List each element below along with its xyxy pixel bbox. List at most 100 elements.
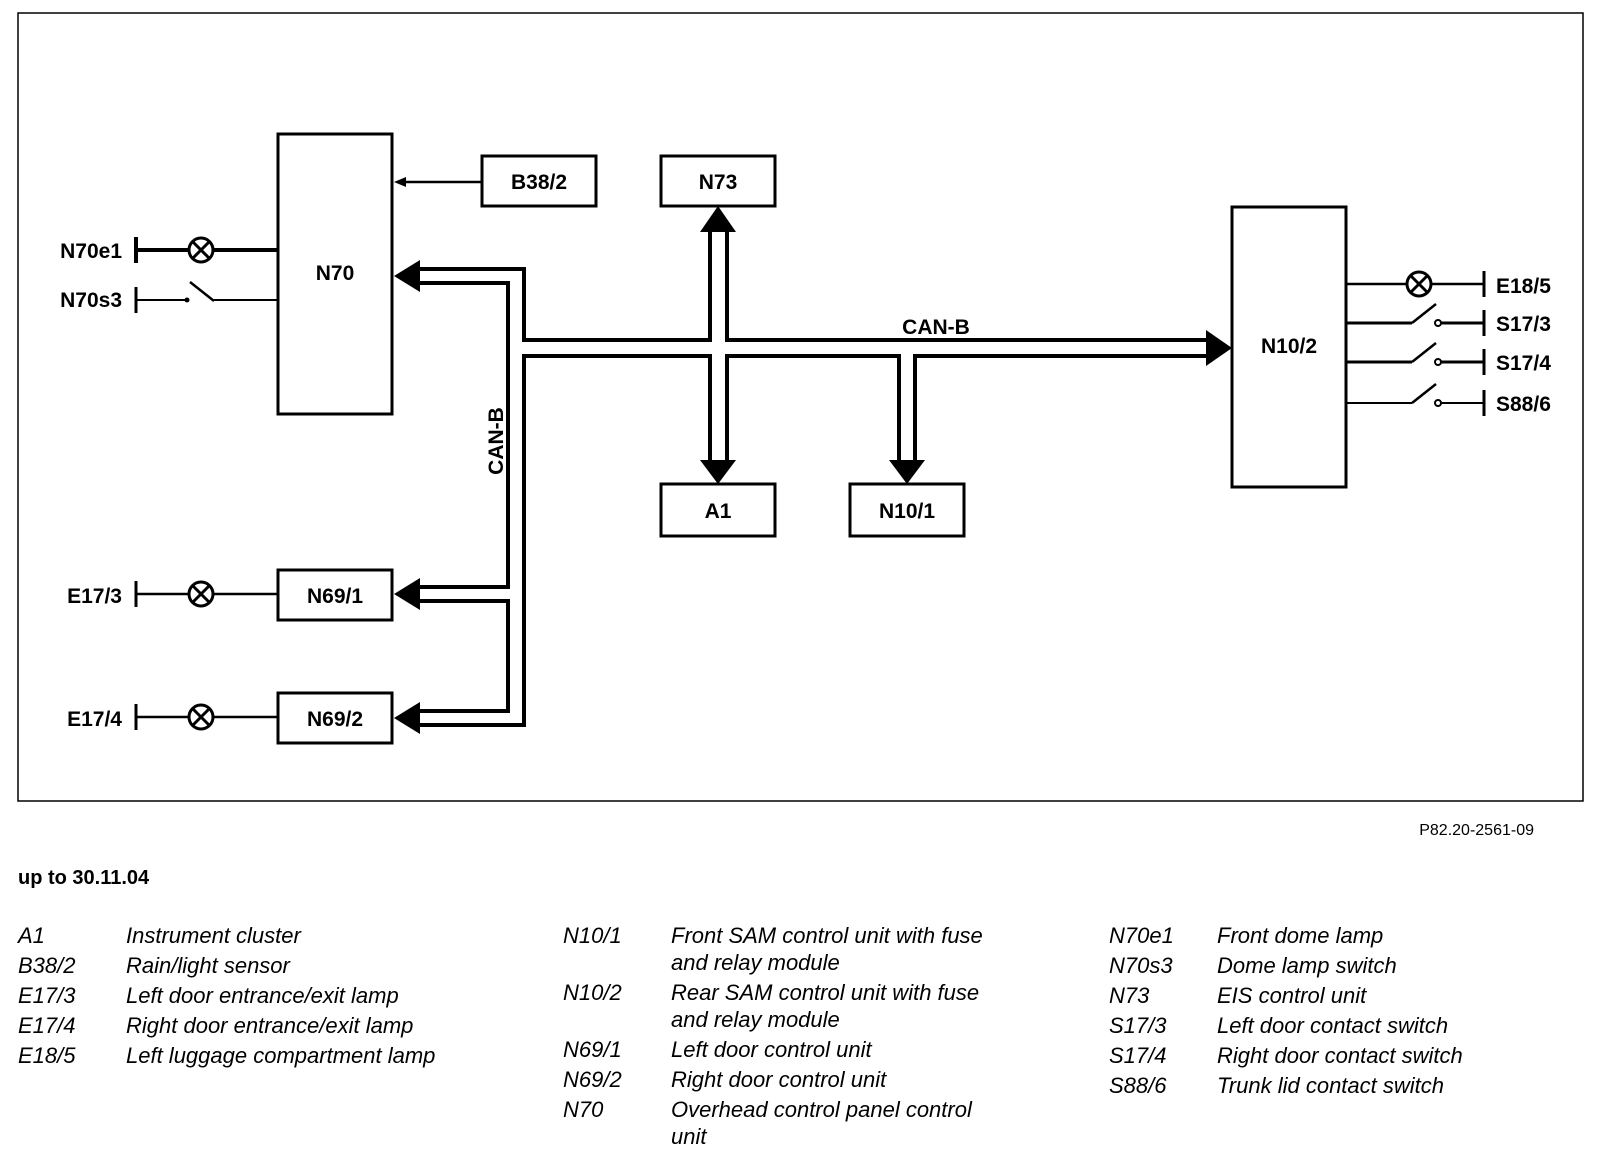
legend-description: Trunk lid contact switch [1217, 1073, 1445, 1098]
lamp-icon [187, 580, 215, 608]
legend-code: N69/1 [563, 1037, 622, 1062]
can-b-vertical-label: CAN-B [485, 407, 508, 475]
legend-description: Right door entrance/exit lamp [126, 1013, 414, 1038]
a1-box [659, 482, 777, 538]
e18-5-terminal-label: E18/5 [1496, 275, 1551, 298]
validity-note: up to 30.11.04 [18, 867, 150, 889]
legend-item: N70 Overhead control panel control unit [563, 1096, 1011, 1150]
e17-3-circuit [134, 581, 278, 607]
s17-4-terminal-label: S17/4 [1496, 352, 1551, 375]
n69-2-label: N69/2 [307, 708, 363, 731]
legend-description: Right door control unit [671, 1067, 887, 1092]
arrow-to-n10-2 [1206, 330, 1232, 366]
n73-label: N73 [699, 171, 738, 194]
legend-description: Instrument cluster [126, 923, 301, 948]
arrow-to-n10-1 [889, 460, 925, 484]
n70-box [276, 132, 394, 416]
s17-3-circuit [1346, 303, 1486, 336]
switch-icon [1434, 358, 1442, 366]
e17-4-circuit [134, 704, 278, 730]
legend-description: Rain/light sensor [126, 953, 290, 978]
bus-arrowheads [394, 206, 1232, 734]
legend-code: N70e1 [1109, 923, 1174, 948]
n10-2-label: N10/2 [1261, 335, 1317, 358]
e17-4-terminal-label: E17/4 [67, 708, 122, 731]
n70e1-circuit [134, 237, 278, 263]
legend-description: Left door contact switch [1217, 1013, 1449, 1038]
s17-3-terminal-label: S17/3 [1496, 313, 1551, 336]
legend-code: E18/5 [18, 1043, 76, 1068]
legend-description: Left door entrance/exit lamp [126, 983, 399, 1008]
arrow-to-n73 [700, 206, 736, 232]
b38-2-box [480, 154, 598, 208]
legend-code: N73 [1109, 983, 1150, 1008]
e18-5-circuit [1346, 271, 1486, 297]
legend-code: B38/2 [18, 953, 76, 978]
n70s3-terminal-label: N70s3 [60, 289, 122, 312]
legend-description: Left door control unit [671, 1037, 872, 1062]
b38-2-label: B38/2 [511, 171, 567, 194]
n70-label: N70 [316, 262, 355, 285]
legend-code: E17/3 [18, 983, 76, 1008]
n10-2-box [1230, 205, 1348, 489]
legend-code: S88/6 [1109, 1073, 1167, 1098]
legend-description: Dome lamp switch [1217, 953, 1397, 978]
switch-icon [1434, 319, 1442, 327]
legend-description: Front dome lamp [1217, 923, 1384, 948]
s17-4-circuit [1346, 342, 1486, 375]
legend-code: A1 [18, 923, 45, 948]
lamp-icon [187, 703, 215, 731]
legend-code: N70s3 [1109, 953, 1173, 978]
arrow-to-a1 [700, 460, 736, 484]
wiring-diagram: N70 B38/2 N73 N10/2 A1 N10/1 N69/1 N69/2… [17, 12, 1584, 802]
legend-column-2: N10/1 Front SAM control unit with fuse an… [563, 922, 1011, 1153]
legend-code: N69/2 [563, 1067, 622, 1092]
legend-item: N69/1 Left door control unit [563, 1036, 1011, 1063]
s88-6-terminal-label: S88/6 [1496, 393, 1551, 416]
legend-description: Front SAM control unit with fuse and rel… [671, 923, 983, 975]
legend-item: E18/5 Left luggage compartment lamp [18, 1042, 466, 1069]
switch-icon [1434, 399, 1442, 407]
b38-2-signal-line [394, 177, 482, 187]
legend-item: N70s3 Dome lamp switch [1109, 952, 1557, 979]
arrow-to-n69-2 [394, 702, 420, 734]
n10-1-box [848, 482, 966, 538]
lamp-icon [1405, 270, 1433, 298]
a1-label: A1 [705, 500, 732, 523]
legend-item: B38/2 Rain/light sensor [18, 952, 466, 979]
legend-item: S88/6 Trunk lid contact switch [1109, 1072, 1557, 1099]
legend-code: N70 [563, 1097, 604, 1122]
can-b-horizontal-label: CAN-B [902, 316, 970, 339]
legend-description: Rear SAM control unit with fuse and rela… [671, 980, 980, 1032]
e17-3-terminal-label: E17/3 [67, 585, 122, 608]
n10-1-label: N10/1 [879, 500, 935, 523]
reference-code: P82.20-2561-09 [1419, 822, 1534, 839]
legend-description: EIS control unit [1217, 983, 1367, 1008]
n70s3-circuit [134, 281, 278, 313]
legend-item: E17/3 Left door entrance/exit lamp [18, 982, 466, 1009]
legend-item: N70e1 Front dome lamp [1109, 922, 1557, 949]
legend-item: N10/1 Front SAM control unit with fuse an… [563, 922, 1011, 976]
legend-code: S17/4 [1109, 1043, 1167, 1068]
legend-description: Overhead control panel control unit [671, 1097, 972, 1149]
n73-box [659, 154, 777, 208]
arrow-to-n69-1 [394, 578, 420, 610]
n69-1-box [276, 568, 394, 622]
s88-6-circuit [1346, 383, 1486, 416]
legend-code: N10/1 [563, 923, 622, 948]
switch-icon [184, 297, 190, 303]
can-b-bus [412, 226, 1210, 727]
arrow-to-n70 [394, 260, 420, 292]
legend-item: A1 Instrument cluster [18, 922, 466, 949]
legend-item: N69/2 Right door control unit [563, 1066, 1011, 1093]
n70e1-terminal-label: N70e1 [60, 240, 122, 263]
diagram-frame [17, 12, 1584, 802]
legend-item: N73 EIS control unit [1109, 982, 1557, 1009]
legend-description: Left luggage compartment lamp [126, 1043, 436, 1068]
legend-code: N10/2 [563, 980, 622, 1005]
